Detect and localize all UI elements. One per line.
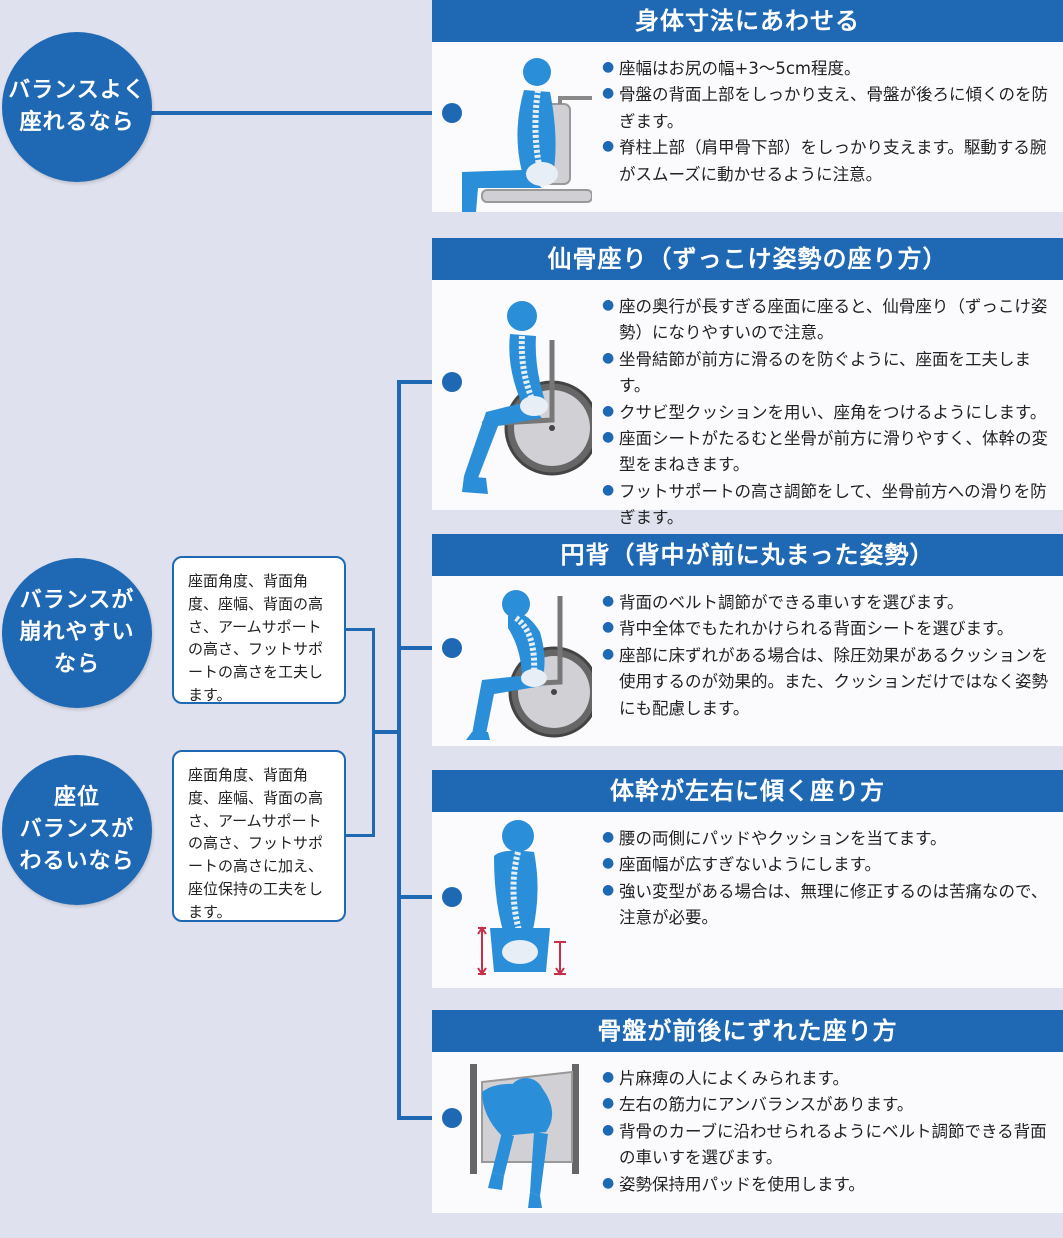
bullet-item: 坐骨結節が前方に滑るのを防ぐように、座面を工夫します。 [602, 347, 1051, 400]
condition-poor-circle: 座位 バランスが わるいなら [2, 755, 152, 905]
adjustment-note: 座面角度、背面角度、座幅、背面の高さ、アームサポートの高さ、フットサポートの高さ… [172, 750, 346, 922]
connector-merge [372, 730, 400, 734]
note-text: 座面角度、背面角度、座幅、背面の高さ、アームサポートの高さ、フットサポートの高さ… [188, 572, 324, 704]
connector-dot [442, 638, 462, 658]
note-text: 座面角度、背面角度、座幅、背面の高さ、アームサポートの高さ、フットサポートの高さ… [188, 766, 324, 921]
bullet-item: 骨盤の背面上部をしっかり支え、骨盤が後ろに傾くのを防ぎます。 [602, 82, 1051, 135]
posture-panel: 体幹が左右に傾く座り方 腰の両側にパッドやクッションを当てます。 座面幅が広すぎ… [432, 770, 1063, 988]
adjustment-note: 座面角度、背面角度、座幅、背面の高さ、アームサポートの高さ、フットサポートの高さ… [172, 556, 346, 704]
bullet-item: 背中全体でもたれかけられる背面シートを選びます。 [602, 616, 1051, 642]
connector-note2 [345, 834, 375, 837]
pelvis-rotation-topview-icon [470, 1064, 579, 1208]
condition-label: バランスが 崩れやすい なら [19, 588, 135, 677]
branch-2 [397, 380, 447, 384]
bullet-item: 強い変型がある場合は、無理に修正するのは苦痛なので、注意が必要。 [602, 879, 1051, 932]
panel-title: 身体寸法にあわせる [432, 0, 1063, 42]
rounded-back-wheelchair-icon [466, 590, 592, 740]
panel-bullets: 腰の両側にパッドやクッションを当てます。 座面幅が広すぎないようにします。 強い… [602, 826, 1051, 932]
connector-note1-v [372, 628, 375, 732]
seated-posture-good-icon [462, 58, 592, 212]
condition-balanced-circle: バランスよく 座れるなら [2, 32, 152, 182]
panel-bullets: 座幅はお尻の幅+3〜5cm程度。 骨盤の背面上部をしっかり支え、骨盤が後ろに傾く… [602, 56, 1051, 188]
connector-note2-v [372, 731, 375, 837]
panel-bullets: 片麻痺の人によくみられます。 左右の筋力にアンバランスがあります。 背骨のカーブ… [602, 1066, 1051, 1198]
panel-title: 骨盤が前後にずれた座り方 [432, 1010, 1063, 1052]
connector-trunk [397, 382, 401, 1120]
branch-5 [397, 1116, 447, 1120]
bullet-item: クサビ型クッションを用い、座角をつけるようにします。 [602, 400, 1051, 426]
panel-title: 体幹が左右に傾く座り方 [432, 770, 1063, 812]
bullet-item: フットサポートの高さ調節をして、坐骨前方への滑りを防ぎます。 [602, 479, 1051, 532]
posture-panel: 骨盤が前後にずれた座り方 片麻痺の人によくみられます。 左右の筋力にアンバランス… [432, 1010, 1063, 1213]
bullet-item: 座部に床ずれがある場合は、除圧効果があるクッションを使用するのが効果的。また、ク… [602, 643, 1051, 722]
connector-dot [442, 887, 462, 907]
branch-4 [397, 895, 447, 899]
condition-label: 座位 バランスが わるいなら [19, 785, 135, 874]
panel-title: 円背（背中が前に丸まった姿勢） [432, 534, 1063, 576]
condition-unstable-circle: バランスが 崩れやすい なら [2, 558, 152, 708]
bullet-item: 背面のベルト調節ができる車いすを選びます。 [602, 590, 1051, 616]
panel-bullets: 座の奥行が長すぎる座面に座ると、仙骨座り（ずっこけ姿勢）になりやすいので注意。 … [602, 294, 1051, 532]
bullet-item: 座面シートがたるむと坐骨が前方に滑りやすく、体幹の変型をまねきます。 [602, 426, 1051, 479]
posture-panel: 仙骨座り（ずっこけ姿勢の座り方） 座の奥行が長すぎる座面に座ると、仙骨座り（ずっ… [432, 238, 1063, 527]
bullet-item: 片麻痺の人によくみられます。 [602, 1066, 1051, 1092]
connector-dot [442, 372, 462, 392]
trunk-lateral-tilt-icon [477, 820, 566, 976]
panel-bullets: 背面のベルト調節ができる車いすを選びます。 背中全体でもたれかけられる背面シート… [602, 590, 1051, 722]
bullet-item: 左右の筋力にアンバランスがあります。 [602, 1092, 1051, 1118]
bullet-item: 座面幅が広すぎないようにします。 [602, 852, 1051, 878]
bullet-item: 背骨のカーブに沿わせられるようにベルト調節できる背面の車いすを選びます。 [602, 1119, 1051, 1172]
panel-title: 仙骨座り（ずっこけ姿勢の座り方） [432, 238, 1063, 280]
connector-note1 [345, 628, 375, 631]
connector-dot [442, 1108, 462, 1128]
branch-3 [397, 646, 447, 650]
posture-panel: 身体寸法にあわせる 座幅はお尻の幅+3〜5cm程度。 骨盤の背面上部をしっかり支… [432, 0, 1063, 212]
condition-label: バランスよく 座れるなら [8, 78, 146, 135]
sacral-sitting-wheelchair-icon [462, 301, 592, 494]
connector-dot [442, 103, 462, 123]
posture-panel: 円背（背中が前に丸まった姿勢） 背面のベルト調節ができる車いすを選びます。 背中… [432, 534, 1063, 746]
bullet-item: 脊柱上部（肩甲骨下部）をしっかり支えます。駆動する腕がスムーズに動かせるように注… [602, 135, 1051, 188]
bullet-item: 腰の両側にパッドやクッションを当てます。 [602, 826, 1051, 852]
bullet-item: 座の奥行が長すぎる座面に座ると、仙骨座り（ずっこけ姿勢）になりやすいので注意。 [602, 294, 1051, 347]
bullet-item: 座幅はお尻の幅+3〜5cm程度。 [602, 56, 1051, 82]
connector-top [150, 111, 450, 115]
bullet-item: 姿勢保持用パッドを使用します。 [602, 1172, 1051, 1198]
